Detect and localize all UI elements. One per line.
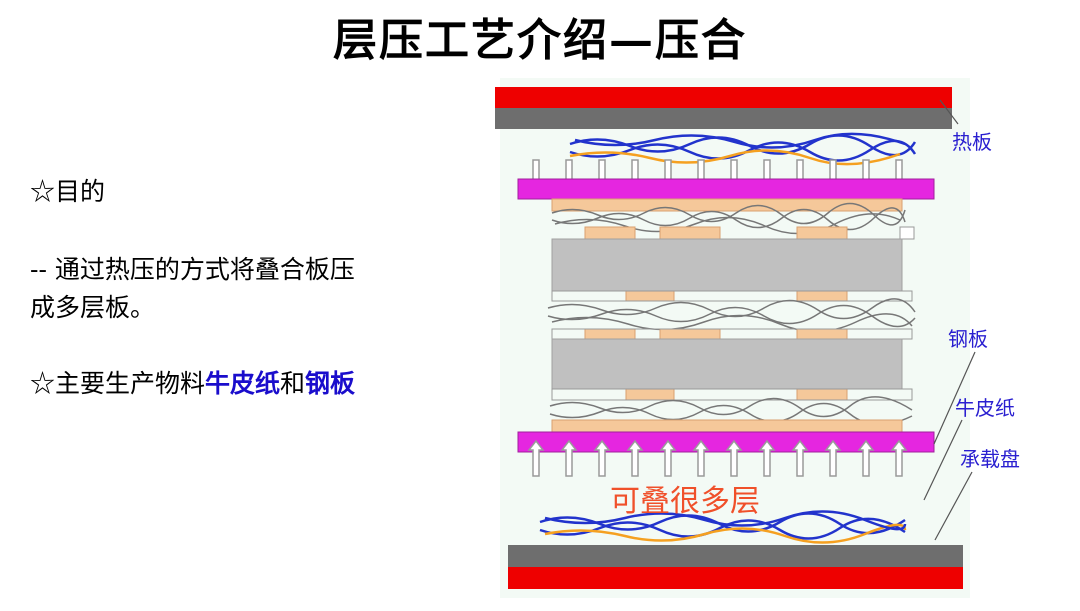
materials-item-steel-plate: 钢板 xyxy=(305,369,356,398)
top-steel-plate xyxy=(517,178,935,200)
page-title: 层压工艺介绍—压合 xyxy=(333,15,747,66)
bottom-kraft-paper xyxy=(539,510,907,544)
core-1-bottom-sheet xyxy=(551,290,913,302)
materials-joiner: 和 xyxy=(280,369,306,398)
bottom-carrier-red xyxy=(508,567,963,589)
lower-copper-foil xyxy=(551,419,903,433)
top-hot-plate-gray xyxy=(495,108,952,129)
label-leader-lines xyxy=(923,99,976,541)
lower-prepreg xyxy=(549,396,913,426)
bottom-carrier-gray xyxy=(508,545,963,567)
core-board-1 xyxy=(551,238,903,292)
label-steel-plate: 钢板 xyxy=(948,327,988,351)
top-hot-plate-red xyxy=(495,87,952,108)
label-hot-plate: 热板 xyxy=(952,130,992,154)
middle-pads-row xyxy=(584,328,848,340)
upper-pads-row xyxy=(584,226,848,240)
materials-prefix: ☆主要生产物料 xyxy=(30,369,206,398)
purpose-text-line1: -- 通过热压的方式将叠合板压 xyxy=(30,255,355,284)
upper-edge-sheet xyxy=(899,226,915,240)
label-kraft-paper: 牛皮纸 xyxy=(955,396,1015,420)
stack-many-layers-note: 可叠很多层 xyxy=(610,484,760,519)
core-2-bottom-sheet xyxy=(551,388,913,401)
purpose-heading: ☆目的 xyxy=(30,177,106,206)
core-board-2 xyxy=(551,338,903,390)
middle-prepreg xyxy=(547,298,916,333)
label-carrier-tray: 承载盘 xyxy=(960,447,1020,471)
purpose-text-line2: 成多层板。 xyxy=(30,293,156,322)
top-kraft-paper xyxy=(569,132,917,166)
bottom-pressure-arrows xyxy=(527,439,908,477)
materials-item-kraft-paper: 牛皮纸 xyxy=(205,369,281,398)
upper-prepreg-1 xyxy=(551,202,906,235)
upper-copper-pads xyxy=(551,198,903,212)
materials-line: ☆主要生产物料牛皮纸和钢板 xyxy=(30,364,355,400)
